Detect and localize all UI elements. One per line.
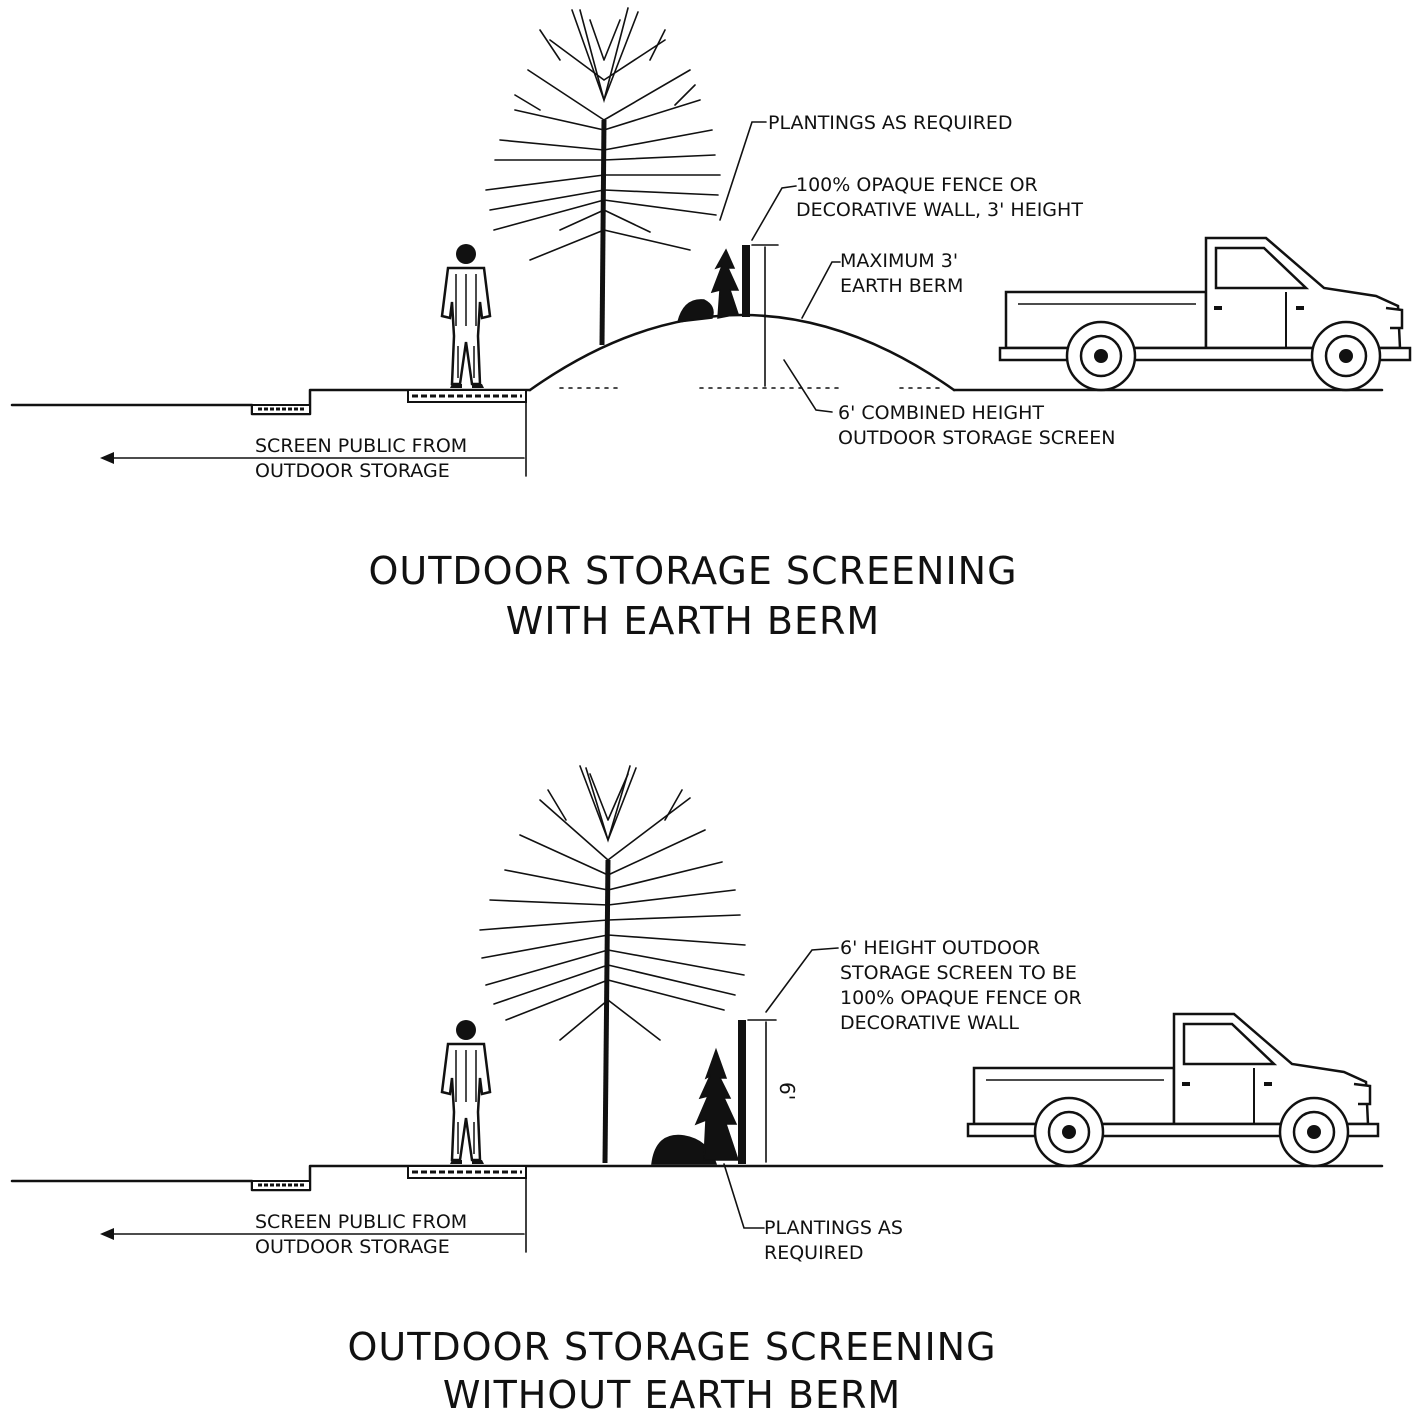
with-berm-section: PLANTINGS AS REQUIRED 100% OPAQUE FENCE … xyxy=(10,7,1412,643)
title-with-berm-line2: WITH EARTH BERM xyxy=(506,599,880,643)
label-plantings-line1: PLANTINGS AS xyxy=(764,1217,903,1239)
leader-fence xyxy=(751,185,797,241)
screen-dimension-arrow-bottom xyxy=(100,1167,527,1253)
label-screen-line1-bottom: SCREEN PUBLIC FROM xyxy=(255,1211,467,1233)
pedestrian-figure xyxy=(440,242,492,390)
label-combined-line2: OUTDOOR STORAGE SCREEN xyxy=(838,427,1116,449)
leader-plantings-bottom xyxy=(723,1163,765,1229)
plantings-shrubs xyxy=(677,248,740,323)
leader-plantings xyxy=(719,121,767,221)
deciduous-tree-bottom xyxy=(479,765,746,1164)
plantings-shrubs-bottom xyxy=(651,1047,740,1165)
without-berm-section: 6' 6' HEIGHT OUTDOOR STORAGE SCREEN TO B… xyxy=(10,765,1384,1417)
title-with-berm-line1: OUTDOOR STORAGE SCREENING xyxy=(368,549,1017,593)
label-plantings: PLANTINGS AS REQUIRED xyxy=(768,112,1013,134)
label-screen-line2: OUTDOOR STORAGE xyxy=(255,460,450,482)
leader-combined xyxy=(783,359,833,413)
title-without-berm-line1: OUTDOOR STORAGE SCREENING xyxy=(347,1325,996,1369)
dimension-6ft: 6' xyxy=(775,1082,799,1100)
label-berm-line2: EARTH BERM xyxy=(840,275,963,297)
opaque-fence-3ft xyxy=(742,244,779,387)
screen-dimension-arrow xyxy=(100,391,527,477)
pickup-truck xyxy=(998,236,1412,392)
pedestrian-figure-bottom xyxy=(440,1018,492,1166)
opaque-fence-6ft xyxy=(738,1019,777,1164)
label-berm-line1: MAXIMUM 3' xyxy=(840,250,958,272)
pickup-truck-bottom xyxy=(966,1012,1380,1168)
label-height-line2: STORAGE SCREEN TO BE xyxy=(840,962,1077,984)
leader-berm xyxy=(801,261,841,319)
label-fence-line2: DECORATIVE WALL, 3' HEIGHT xyxy=(796,199,1083,221)
label-plantings-line2: REQUIRED xyxy=(764,1242,864,1264)
label-fence-line1: 100% OPAQUE FENCE OR xyxy=(796,174,1038,196)
deciduous-tree xyxy=(485,7,721,346)
label-screen-line1: SCREEN PUBLIC FROM xyxy=(255,435,467,457)
title-without-berm-line2: WITHOUT EARTH BERM xyxy=(443,1373,901,1417)
label-height-line4: DECORATIVE WALL xyxy=(840,1012,1019,1034)
label-height-line1: 6' HEIGHT OUTDOOR xyxy=(840,937,1040,959)
label-screen-line2-bottom: OUTDOOR STORAGE xyxy=(255,1236,450,1258)
earth-berm xyxy=(528,313,956,392)
label-height-line3: 100% OPAQUE FENCE OR xyxy=(840,987,1082,1009)
label-combined-line1: 6' COMBINED HEIGHT xyxy=(838,402,1044,424)
ground-line xyxy=(10,388,1384,416)
ground-line-bottom xyxy=(10,1164,1384,1192)
leader-height xyxy=(765,947,839,1013)
